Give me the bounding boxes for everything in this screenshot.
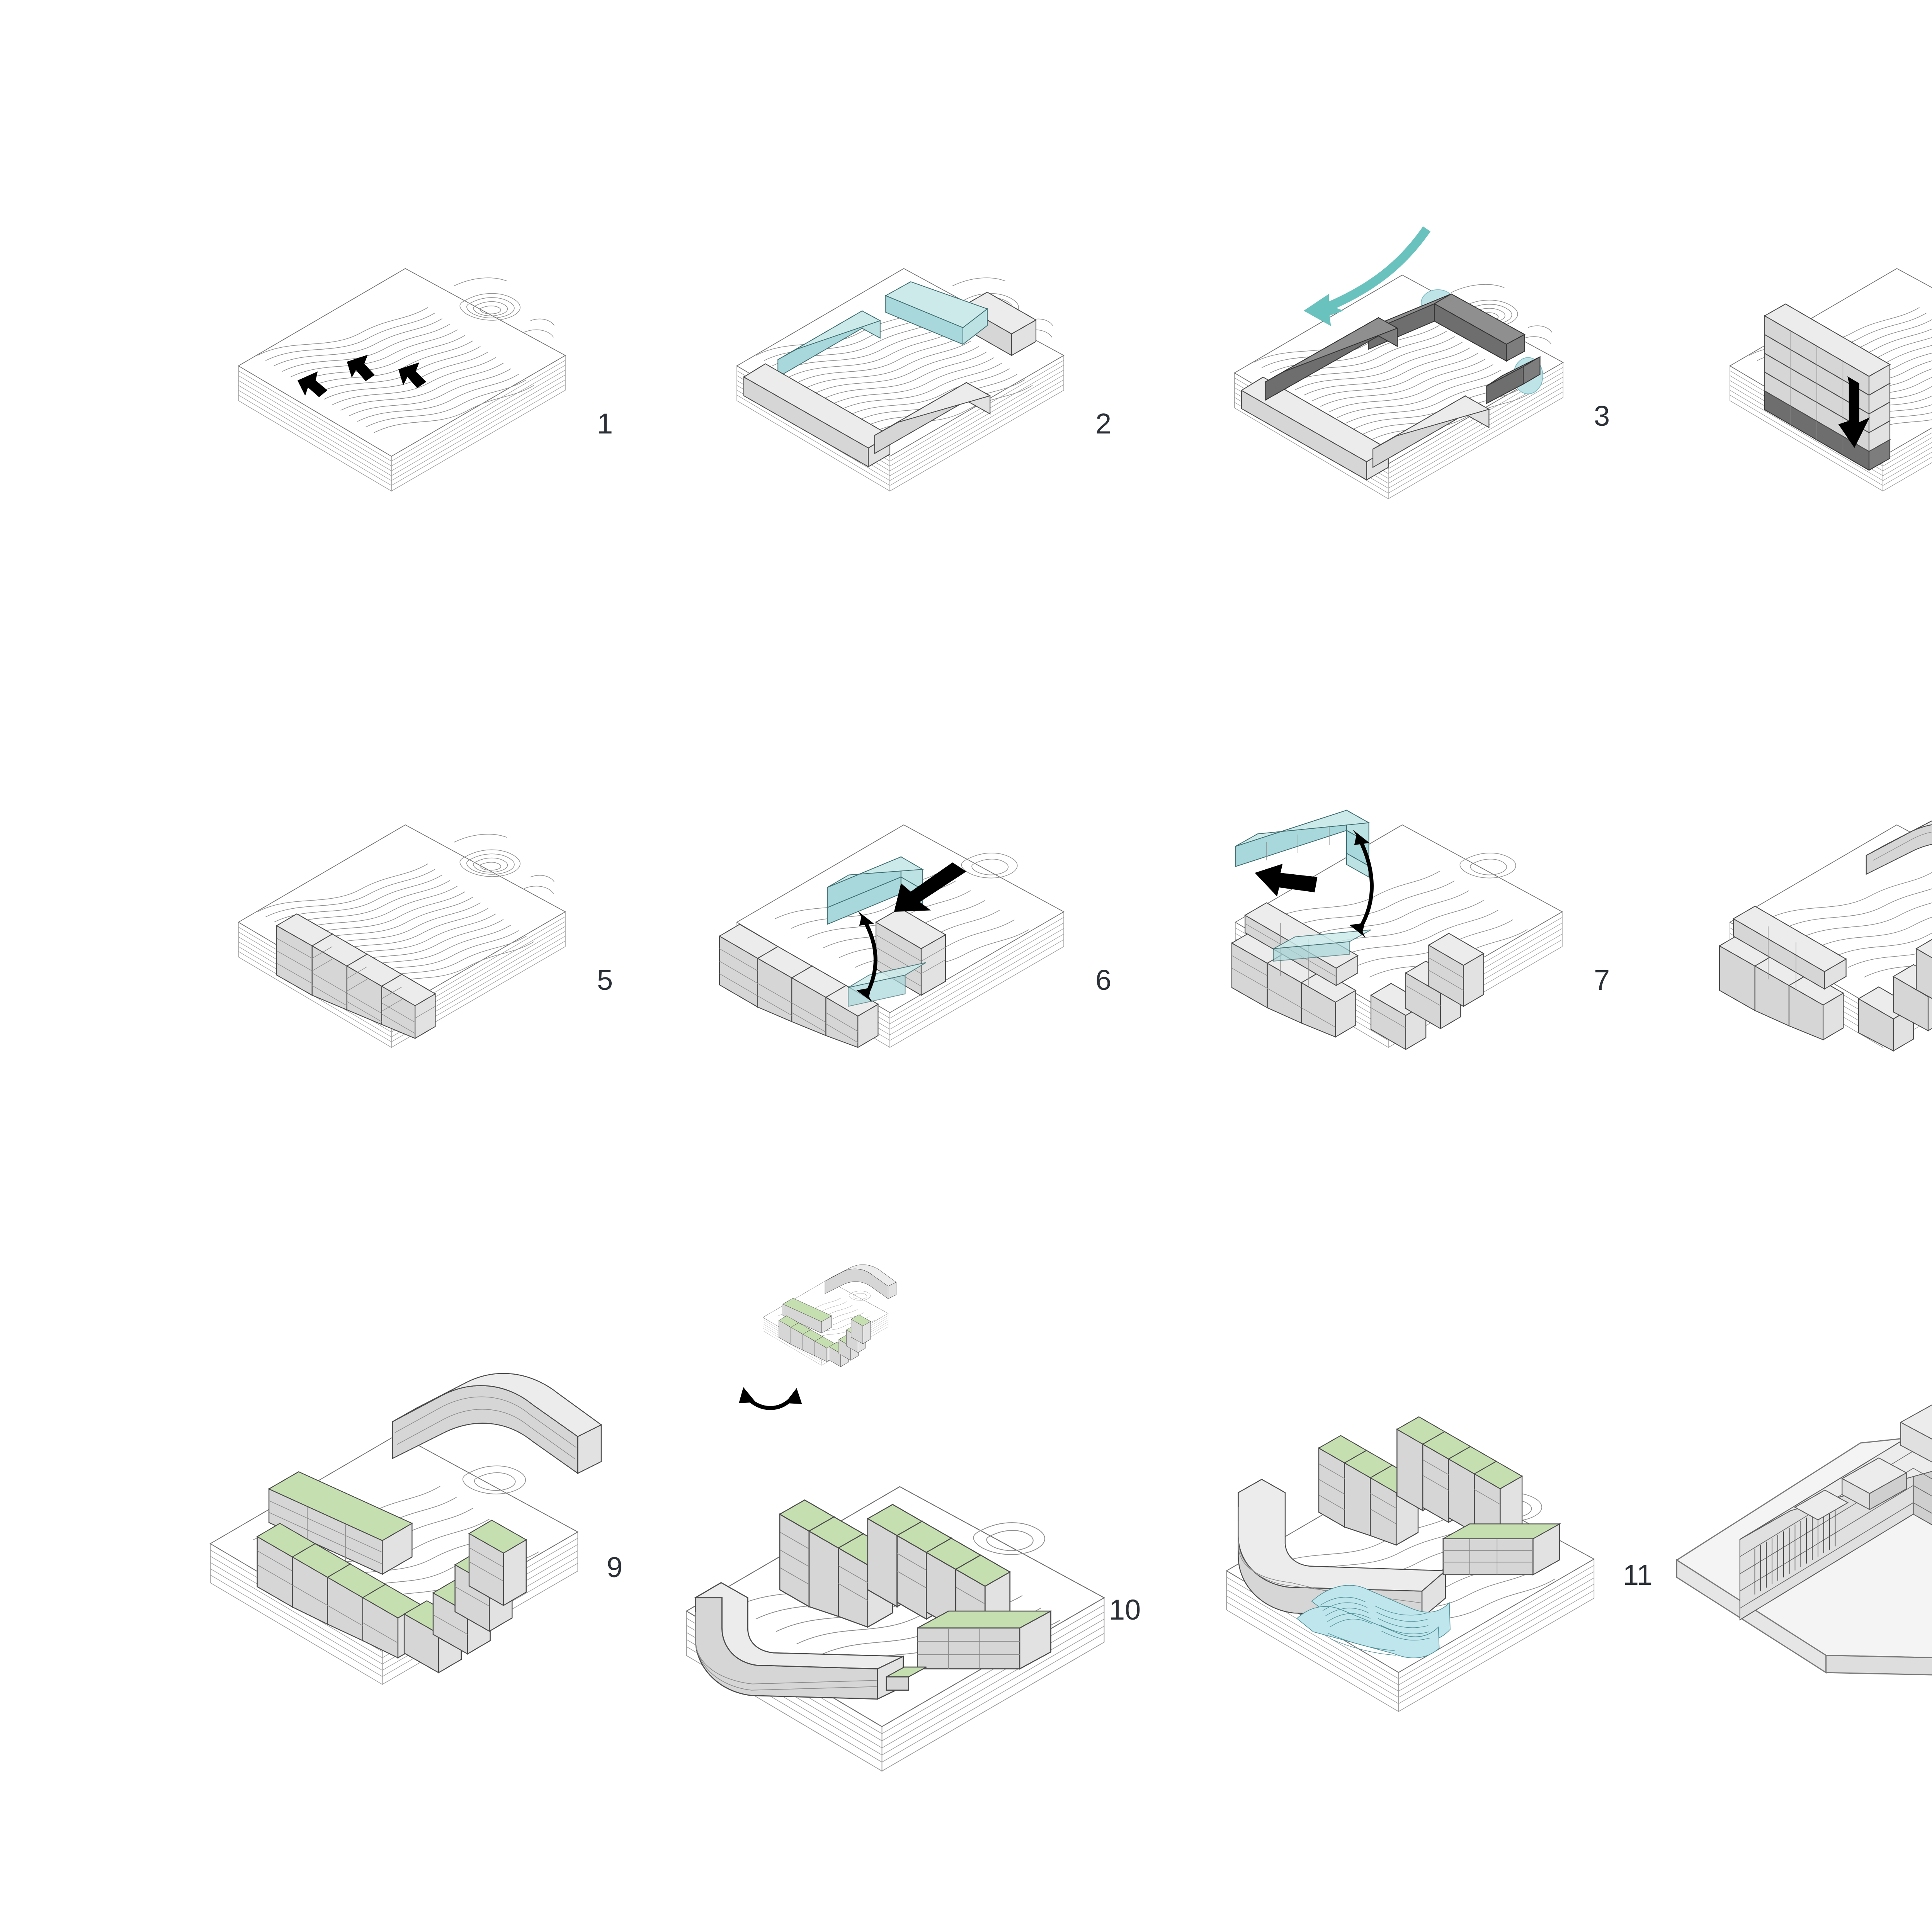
stepped-mass (1718, 933, 1844, 1041)
stepped-mass (1370, 933, 1485, 1050)
slope-arrow-icon (398, 362, 426, 388)
stepped-mass (718, 924, 879, 1048)
panel-number: 5 (597, 964, 613, 996)
stacking-arrow-icon (1838, 376, 1870, 448)
allied-block-mass (1235, 809, 1370, 878)
connecting-bar-mass (1866, 820, 1932, 875)
panel-11-entrance-canopy: 11 (1179, 1379, 1658, 1712)
panel-5-subtracting-masses: 5 (174, 773, 630, 1051)
green-terrace-mass (1318, 1416, 1523, 1546)
green-terrace-mass (268, 1471, 413, 1576)
green-link-plate (886, 1666, 927, 1691)
reoriented-block-mass (1265, 317, 1398, 401)
connecting-bar-mass (392, 1373, 602, 1474)
stepped-mass (403, 1520, 527, 1674)
panel-number: 6 (1095, 964, 1112, 996)
slope-arrow-icon (298, 371, 328, 397)
panel-3-wind-corridor: 3 (1171, 209, 1627, 502)
panel-2-zoning: 2 (672, 216, 1128, 495)
green-terrace-mass (917, 1610, 1051, 1670)
panel-number: 1 (597, 408, 613, 440)
lift-double-arrow-icon (1349, 829, 1374, 938)
slope-arrow-icon (347, 355, 375, 381)
reoriented-block-mass (1368, 293, 1541, 405)
rotation-arrow-icon (739, 1387, 802, 1410)
academic-block-mass (1732, 906, 1847, 990)
panel-12-final-design: 12 (1654, 1190, 1932, 1769)
academic-block-mass (875, 908, 947, 996)
allied-block-mass (827, 856, 924, 925)
allied-block-mass (777, 310, 881, 378)
panel-1-site-slopes: 1 (174, 216, 630, 495)
stacked-slabs (1764, 303, 1891, 471)
panel-10-access-from-contour: 10 (657, 1256, 1151, 1772)
panel-number: 10 (1109, 1594, 1141, 1626)
panel-number: 2 (1095, 408, 1112, 440)
wind-direction-arrow-icon (1303, 226, 1431, 326)
panel-8-connecting-blocks: 8 (1665, 773, 1932, 1052)
panel-number: 3 (1594, 400, 1610, 432)
allied-block-ghost (848, 962, 927, 1007)
roof-volumes (1900, 1404, 1932, 1463)
panel-4-stacking: 4 (1665, 216, 1932, 495)
allied-block-ghost (1273, 929, 1371, 962)
original-block-ghost (1372, 395, 1490, 468)
panel-9-stepped-courts: 9 (162, 1360, 641, 1692)
roof-parapets (1794, 1457, 1908, 1521)
slide-arrow-icon (894, 862, 966, 912)
inset-model (762, 1264, 897, 1367)
panel-6-courts-block-01: 6 (672, 773, 1128, 1051)
slide-arrow-icon (1255, 863, 1318, 897)
stepped-mass (276, 913, 436, 1039)
rotated-model (686, 1486, 1105, 1772)
allied-block-mass (884, 281, 988, 345)
green-terrace-mass (1441, 1523, 1561, 1576)
panel-number: 11 (1623, 1559, 1653, 1591)
panel-number: 7 (1594, 964, 1610, 996)
panel-number: 9 (607, 1551, 623, 1583)
lift-double-arrow-icon (856, 911, 878, 1002)
stepped-mass (1857, 939, 1932, 1052)
entrance-canopy (1296, 1585, 1451, 1659)
academic-block-mass (874, 382, 991, 454)
panel-7-courts-block-02: 7 (1171, 773, 1627, 1051)
